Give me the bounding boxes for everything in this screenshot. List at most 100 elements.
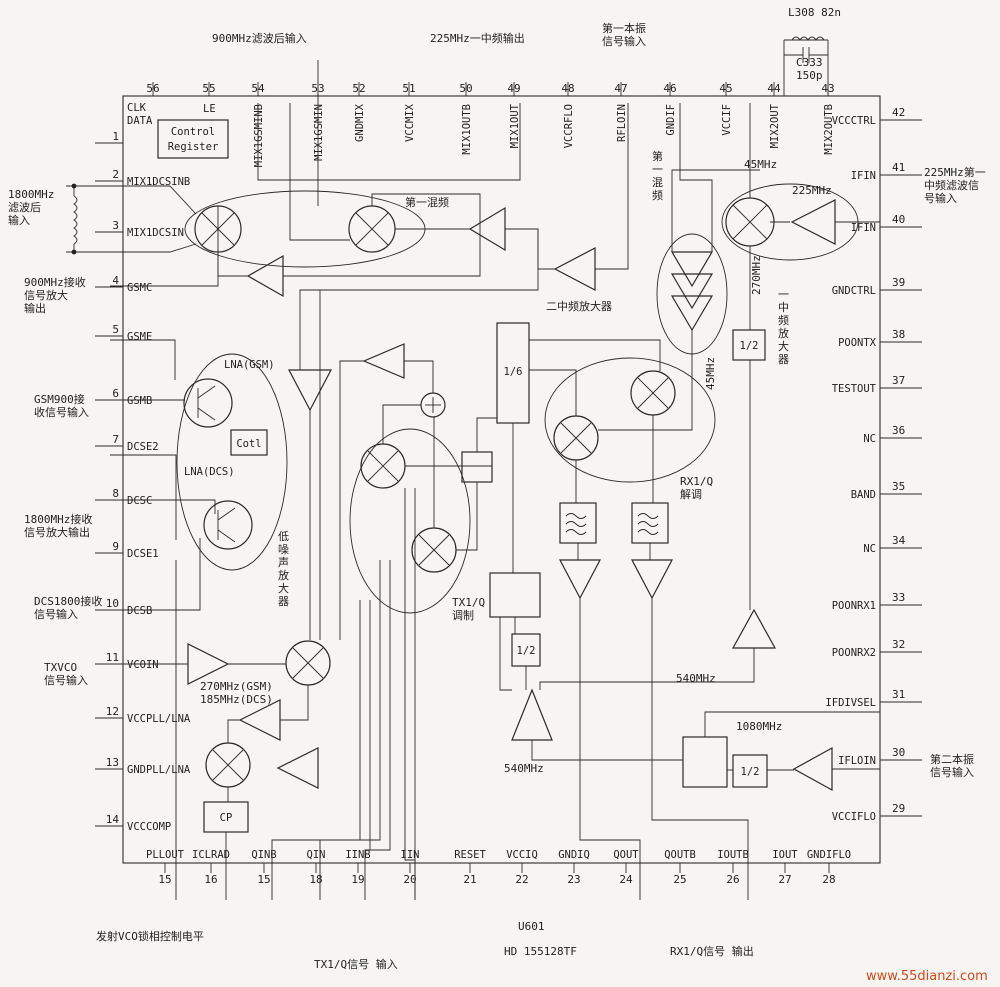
divider-2-if-label: 1/2 bbox=[740, 340, 759, 352]
bottom-pin-number: 23 bbox=[567, 873, 580, 886]
label-tx-iq-in: TX1/Q信号 输入 bbox=[314, 957, 398, 971]
top-pin-label: MIX1OUTB bbox=[461, 104, 473, 155]
right-pin-number: 40 bbox=[892, 213, 905, 226]
left-pin-label: GNDPLL/LNA bbox=[127, 764, 191, 776]
lo1-buffer-amp bbox=[468, 206, 506, 252]
cotl-block bbox=[230, 429, 268, 456]
control-register-label: Control bbox=[171, 126, 215, 138]
left-pin-number: 7 bbox=[112, 433, 119, 446]
bottom-pin-number: 15 bbox=[257, 873, 270, 886]
left-pin-label: GSME bbox=[127, 331, 152, 343]
top-pin-label: MIX1GSMIN bbox=[313, 104, 325, 161]
bottom-pin-number: 24 bbox=[619, 873, 633, 886]
label-out-225-if1: 225MHz一中频输出 bbox=[430, 31, 525, 45]
input-coil-icon bbox=[66, 183, 110, 255]
right-pin-label: NC bbox=[863, 433, 876, 445]
label-out-900-amp: 900MHz接收信号放大输出 bbox=[24, 275, 86, 315]
phase-detector-mixer bbox=[205, 742, 251, 788]
label-second-if-amp: 二中频放大器 bbox=[546, 299, 612, 313]
bottom-pin-label: GNDIFLO bbox=[807, 849, 851, 861]
top-pin-label: MIX2OUTB bbox=[823, 104, 835, 155]
divider-2-if-block bbox=[732, 329, 766, 361]
pll-feedback-amp-2 bbox=[276, 747, 319, 789]
left-pin-number: 6 bbox=[112, 387, 119, 400]
left-pin-number: 9 bbox=[112, 540, 119, 553]
bottom-pin-label: IOUTB bbox=[717, 849, 749, 861]
pll-mixer bbox=[285, 640, 331, 686]
left-pin-number: 11 bbox=[106, 651, 119, 664]
tx-modulator-group bbox=[349, 428, 471, 614]
top-pin-number: 55 bbox=[202, 82, 215, 95]
left-pin-number: 1 bbox=[112, 130, 119, 143]
left-pin-number: 14 bbox=[106, 813, 120, 826]
divider-2-tx-label: 1/2 bbox=[517, 645, 536, 657]
right-pin-number: 36 bbox=[892, 424, 905, 437]
left-pin-label: DCSC bbox=[127, 495, 152, 507]
right-pin-number: 29 bbox=[892, 802, 905, 815]
right-pin-number: 37 bbox=[892, 374, 905, 387]
control-register-label-2: Register bbox=[168, 141, 219, 153]
rx-mixer-b bbox=[630, 370, 676, 416]
bottom-pin-label: GNDIQ bbox=[558, 849, 590, 861]
top-pin-label: MIX1OUT bbox=[509, 103, 521, 148]
bottom-pin-label: IIN bbox=[401, 849, 420, 861]
bottom-pin-label: QIN bbox=[307, 849, 326, 861]
right-pin-number: 41 bbox=[892, 161, 905, 174]
top-pin-number: 56 bbox=[146, 82, 159, 95]
bottom-pin-label: IOUT bbox=[772, 849, 798, 861]
label-if1-amp: 一中频放大器 bbox=[778, 288, 789, 366]
left-pin-number: 2 bbox=[112, 168, 119, 181]
right-pin-number: 38 bbox=[892, 328, 905, 341]
top-pin-number: 46 bbox=[663, 82, 676, 95]
top-pin-number: 52 bbox=[352, 82, 365, 95]
bottom-pin-number: 28 bbox=[822, 873, 835, 886]
right-pin-label: TESTOUT bbox=[832, 383, 877, 395]
top-pin-number: 44 bbox=[767, 82, 781, 95]
label-first-mixer-v: 第一混频 bbox=[652, 149, 663, 202]
second-if-amp bbox=[553, 247, 596, 291]
left-pin-label: MIX1DCSIN bbox=[127, 227, 184, 239]
top-pin-label: VCCIF bbox=[721, 104, 733, 136]
top-pin-number: 54 bbox=[251, 82, 265, 95]
right-pin-label: VCCCTRL bbox=[832, 115, 876, 127]
right-pin-number: 33 bbox=[892, 591, 905, 604]
c333-capacitor-icon bbox=[784, 47, 828, 63]
divider-6-label: 1/6 bbox=[504, 366, 523, 378]
left-pin-label: DCSE2 bbox=[127, 441, 159, 453]
left-pin-label: VCCCOMP bbox=[127, 821, 171, 833]
top-pin-label: RFLOIN bbox=[616, 104, 628, 142]
left-pin-label: GSMB bbox=[127, 395, 152, 407]
left-pin-number: 8 bbox=[112, 487, 119, 500]
cotl-label: Cotl bbox=[236, 438, 261, 450]
right-pin-label: GNDCTRL bbox=[832, 285, 876, 297]
if-lo-amp bbox=[792, 746, 833, 792]
right-pin-label: POONRX1 bbox=[832, 600, 876, 612]
right-pin-label: NC bbox=[863, 543, 876, 555]
right-pin-number: 32 bbox=[892, 638, 905, 651]
watermark-text: www.55dianzi.com bbox=[866, 969, 988, 984]
pll-feedback-amp bbox=[238, 699, 281, 741]
left-pin-number: 10 bbox=[106, 597, 119, 610]
label-if-225-in: 225MHz第一中频滤波信号输入 bbox=[924, 165, 986, 205]
top-pin-label: VCCRFLO bbox=[563, 104, 575, 148]
top-pin-label: MIX2OUT bbox=[769, 103, 781, 148]
vco-input-amp bbox=[187, 643, 230, 685]
top-pin-label: GNDMIX bbox=[354, 103, 366, 142]
left-pin-label: MIX1DCSINB bbox=[127, 176, 190, 188]
label-lo2-input: 第二本振信号输入 bbox=[930, 752, 974, 779]
bottom-pin-label: RESET bbox=[454, 849, 486, 861]
left-pin-label: VCCPLL/LNA bbox=[127, 713, 191, 725]
top-pin-number: 50 bbox=[459, 82, 472, 95]
lo-down-buffer bbox=[288, 369, 332, 412]
label-l308: L308 82n bbox=[788, 6, 841, 19]
right-pin-number: 31 bbox=[892, 688, 905, 701]
right-pin-number: 30 bbox=[892, 746, 905, 759]
bottom-pin-label: PLLOUT bbox=[146, 849, 185, 861]
rx-filter-q bbox=[631, 502, 669, 544]
mixer-1-gsm bbox=[348, 205, 396, 253]
if-lo-switch-block bbox=[682, 736, 728, 788]
right-pin-number: 35 bbox=[892, 480, 905, 493]
